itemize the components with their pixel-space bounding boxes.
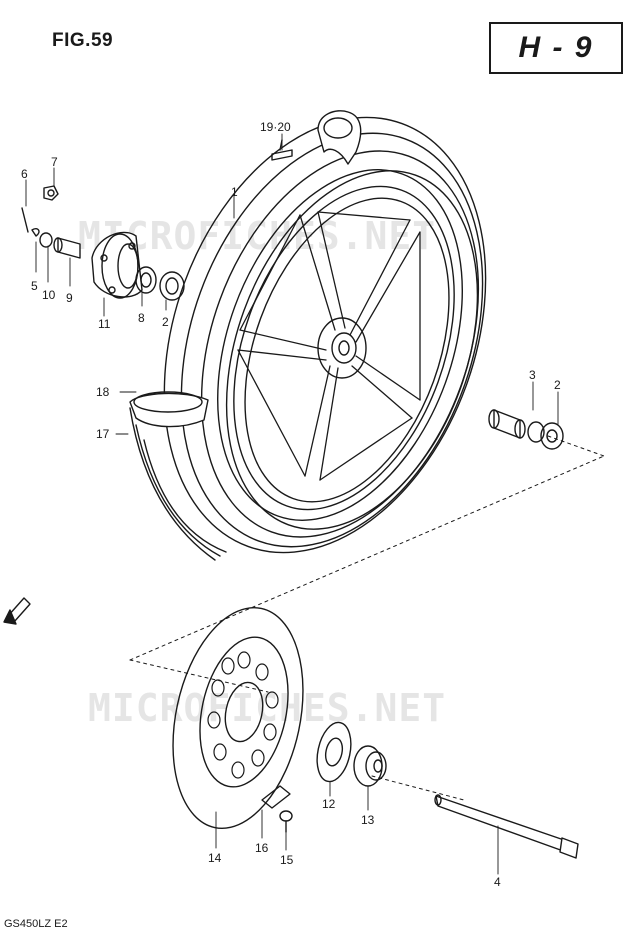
alignment-lines (129, 435, 605, 801)
callout-4: 4 (494, 875, 501, 889)
callout-2-left: 2 (162, 315, 169, 329)
dust-seal (316, 721, 352, 783)
tire (129, 116, 487, 561)
disc-lock-plate (261, 785, 291, 809)
right-spacer (488, 409, 526, 439)
callout-17: 17 (96, 427, 110, 441)
callout-8: 8 (138, 311, 145, 325)
speedometer-gearbox (91, 231, 143, 299)
callout-15: 15 (280, 853, 294, 867)
callout-19-20: 19·20 (260, 120, 291, 134)
callout-18: 18 (96, 385, 110, 399)
figure-label: FIG.59 (52, 30, 114, 51)
wheel-spokes (237, 211, 421, 481)
wheel-hub (317, 317, 367, 379)
brake-disc (172, 606, 304, 830)
callout-5: 5 (31, 279, 38, 293)
callout-1: 1 (231, 185, 238, 199)
callout-16: 16 (255, 841, 269, 855)
axle-nut-7 (43, 185, 59, 201)
washer-10 (39, 232, 53, 248)
forward-arrow-icon (3, 597, 31, 625)
callout-9: 9 (66, 291, 73, 305)
callout-14: 14 (208, 851, 222, 865)
front-axle (434, 794, 579, 859)
callout-10: 10 (42, 288, 56, 302)
watermark-bottom: MICROFICHES.NET (88, 686, 447, 730)
tube-top-section (317, 110, 362, 165)
callout-6: 6 (21, 167, 28, 181)
disc-bolt (279, 810, 293, 833)
callout-12: 12 (322, 797, 336, 811)
callout-3: 3 (529, 368, 536, 382)
callout-2-right: 2 (554, 378, 561, 392)
tire-cross-section (129, 391, 209, 428)
cotter-pin (21, 207, 40, 237)
bearing-left (135, 266, 185, 301)
section-code: H - 9 (518, 31, 594, 64)
footer-model-code: GS450LZ E2 (4, 918, 68, 930)
spacer-9 (53, 237, 81, 259)
wheel-rim (217, 169, 463, 521)
oil-seal (353, 745, 387, 787)
callout-11: 11 (98, 317, 111, 331)
callout-13: 13 (361, 813, 375, 827)
section-code-box: H - 9 (489, 22, 623, 74)
callout-7: 7 (51, 155, 58, 169)
bearing-right (527, 421, 564, 450)
callout-leaders (25, 133, 559, 875)
